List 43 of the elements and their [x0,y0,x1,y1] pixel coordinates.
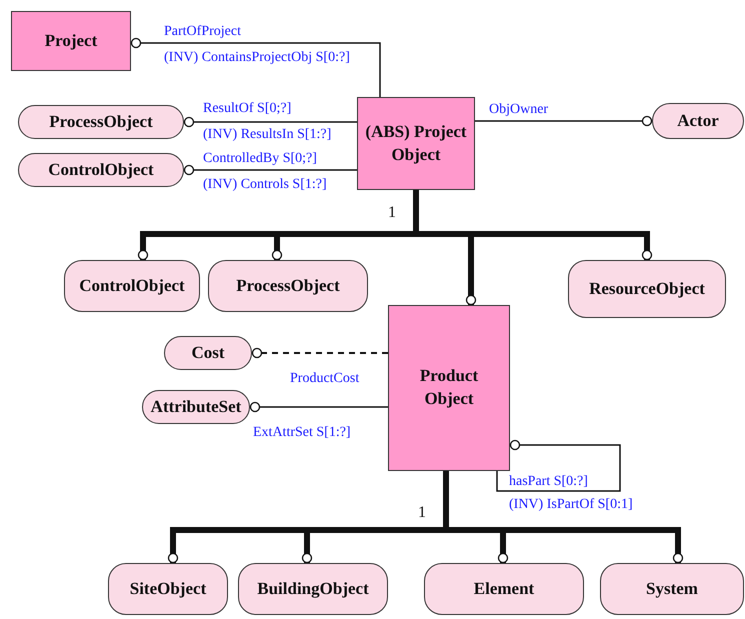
entity-box: Product Object [388,305,510,471]
edge-label: ControlledBy S[0;?] [203,151,317,166]
inverse-label: (INV) ResultsIn S[1:?] [203,127,332,142]
type-box: Cost [164,336,252,370]
inverse-label: (INV) Controls S[1:?] [203,177,327,192]
type-box: ControlObject [18,153,184,187]
type-box: SiteObject [108,563,228,615]
type-box: ProcessObject [208,260,368,312]
type-box: Element [424,563,584,615]
type-box: BuildingObject [238,563,388,615]
type-box: ProcessObject [18,105,184,139]
inverse-label: (INV) ContainsProjectObj S[0:?] [164,50,350,66]
edge-label: ProductCost [290,371,360,386]
cardinality-label: 1 [388,204,396,222]
connector [252,348,388,358]
connector [184,164,357,176]
edge-label: hasPart S[0:?] [509,474,588,490]
connector [184,116,357,128]
connector [475,116,652,126]
connector [642,234,652,260]
entity-box: (ABS) Project Object [357,97,475,190]
type-box: System [600,563,744,615]
connector [272,234,282,260]
cardinality-label: 1 [418,504,426,522]
edge-label: PartOfProject [164,24,241,40]
edge-label: ObjOwner [489,102,548,118]
connector [250,402,388,412]
connector [302,530,312,564]
connector [168,530,178,564]
connector [138,234,148,260]
connector [498,530,508,564]
edge-label: ResultOf S[0;?] [203,101,292,116]
entity-box: Project [11,11,131,71]
type-box: ResourceObject [568,260,726,318]
connector [672,530,684,564]
connector [496,440,621,492]
connector [130,38,381,97]
type-box: Actor [652,103,744,139]
edge-label: ExtAttrSet S[1:?] [253,425,351,440]
type-box: ControlObject [64,260,200,312]
connector [466,234,476,306]
type-box: AttributeSet [142,390,250,424]
inverse-label: (INV) IsPartOf S[0:1] [509,497,633,512]
